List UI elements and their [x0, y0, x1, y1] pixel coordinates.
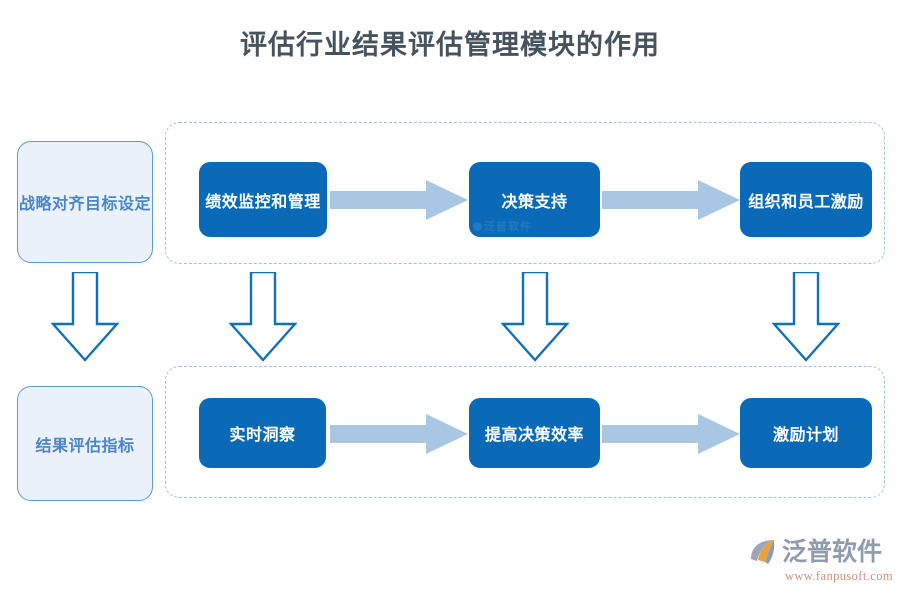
- down-arrow-icon-2: [501, 272, 569, 362]
- node-label-decision-support: 决策支持: [501, 193, 568, 211]
- node-decision-support[interactable]: 决策支持 泛普软件: [469, 162, 600, 237]
- fanpu-logo-icon: [748, 537, 778, 567]
- right-arrow-icon-bottom-1: [330, 412, 468, 456]
- node-label-realtime-insight: 实时洞察: [229, 427, 296, 444]
- down-arrow-icon-1: [229, 272, 297, 362]
- brand-name: 泛普软件: [782, 538, 883, 566]
- node-label-decision-efficiency: 提高决策效率: [484, 427, 584, 444]
- down-arrow-icon-3: [772, 272, 840, 362]
- node-watermark-decision-support: 泛普软件: [473, 218, 532, 234]
- node-realtime-insight[interactable]: 实时洞察: [199, 398, 326, 468]
- node-label-incentive-plan: 激励计划: [772, 427, 839, 444]
- node-performance-monitoring[interactable]: 绩效监控和管理: [199, 162, 327, 237]
- right-arrow-icon-top-1: [330, 178, 468, 222]
- node-label-organization-incentive: 组织和员工激励: [748, 193, 864, 211]
- watermark-dot-icon: [473, 222, 482, 231]
- brand-logo: 泛普软件 www.fanpusoft.com: [748, 536, 893, 588]
- right-arrow-icon-bottom-2: [602, 412, 740, 456]
- node-label-performance-monitoring: 绩效监控和管理: [205, 193, 321, 211]
- group-container-top: [165, 122, 885, 264]
- brand-row: 泛普软件: [748, 536, 893, 568]
- page-title: 评估行业结果评估管理模块的作用: [240, 30, 660, 60]
- watermark-text: 泛普软件: [484, 221, 532, 233]
- stage-box-strategy[interactable]: 战略对齐目标设定: [17, 141, 153, 263]
- node-decision-efficiency[interactable]: 提高决策效率: [469, 398, 600, 468]
- group-container-bottom: [165, 366, 885, 498]
- node-organization-incentive[interactable]: 组织和员工激励: [740, 162, 872, 237]
- brand-url: www.fanpusoft.com: [784, 569, 893, 583]
- right-arrow-icon-top-2: [602, 178, 740, 222]
- stage-box-result[interactable]: 结果评估指标: [17, 386, 153, 501]
- node-incentive-plan[interactable]: 激励计划: [740, 398, 872, 468]
- stage-label-result: 结果评估指标: [35, 437, 135, 455]
- down-arrow-icon-stage: [51, 272, 119, 362]
- stage-label-strategy: 战略对齐目标设定: [18, 196, 151, 213]
